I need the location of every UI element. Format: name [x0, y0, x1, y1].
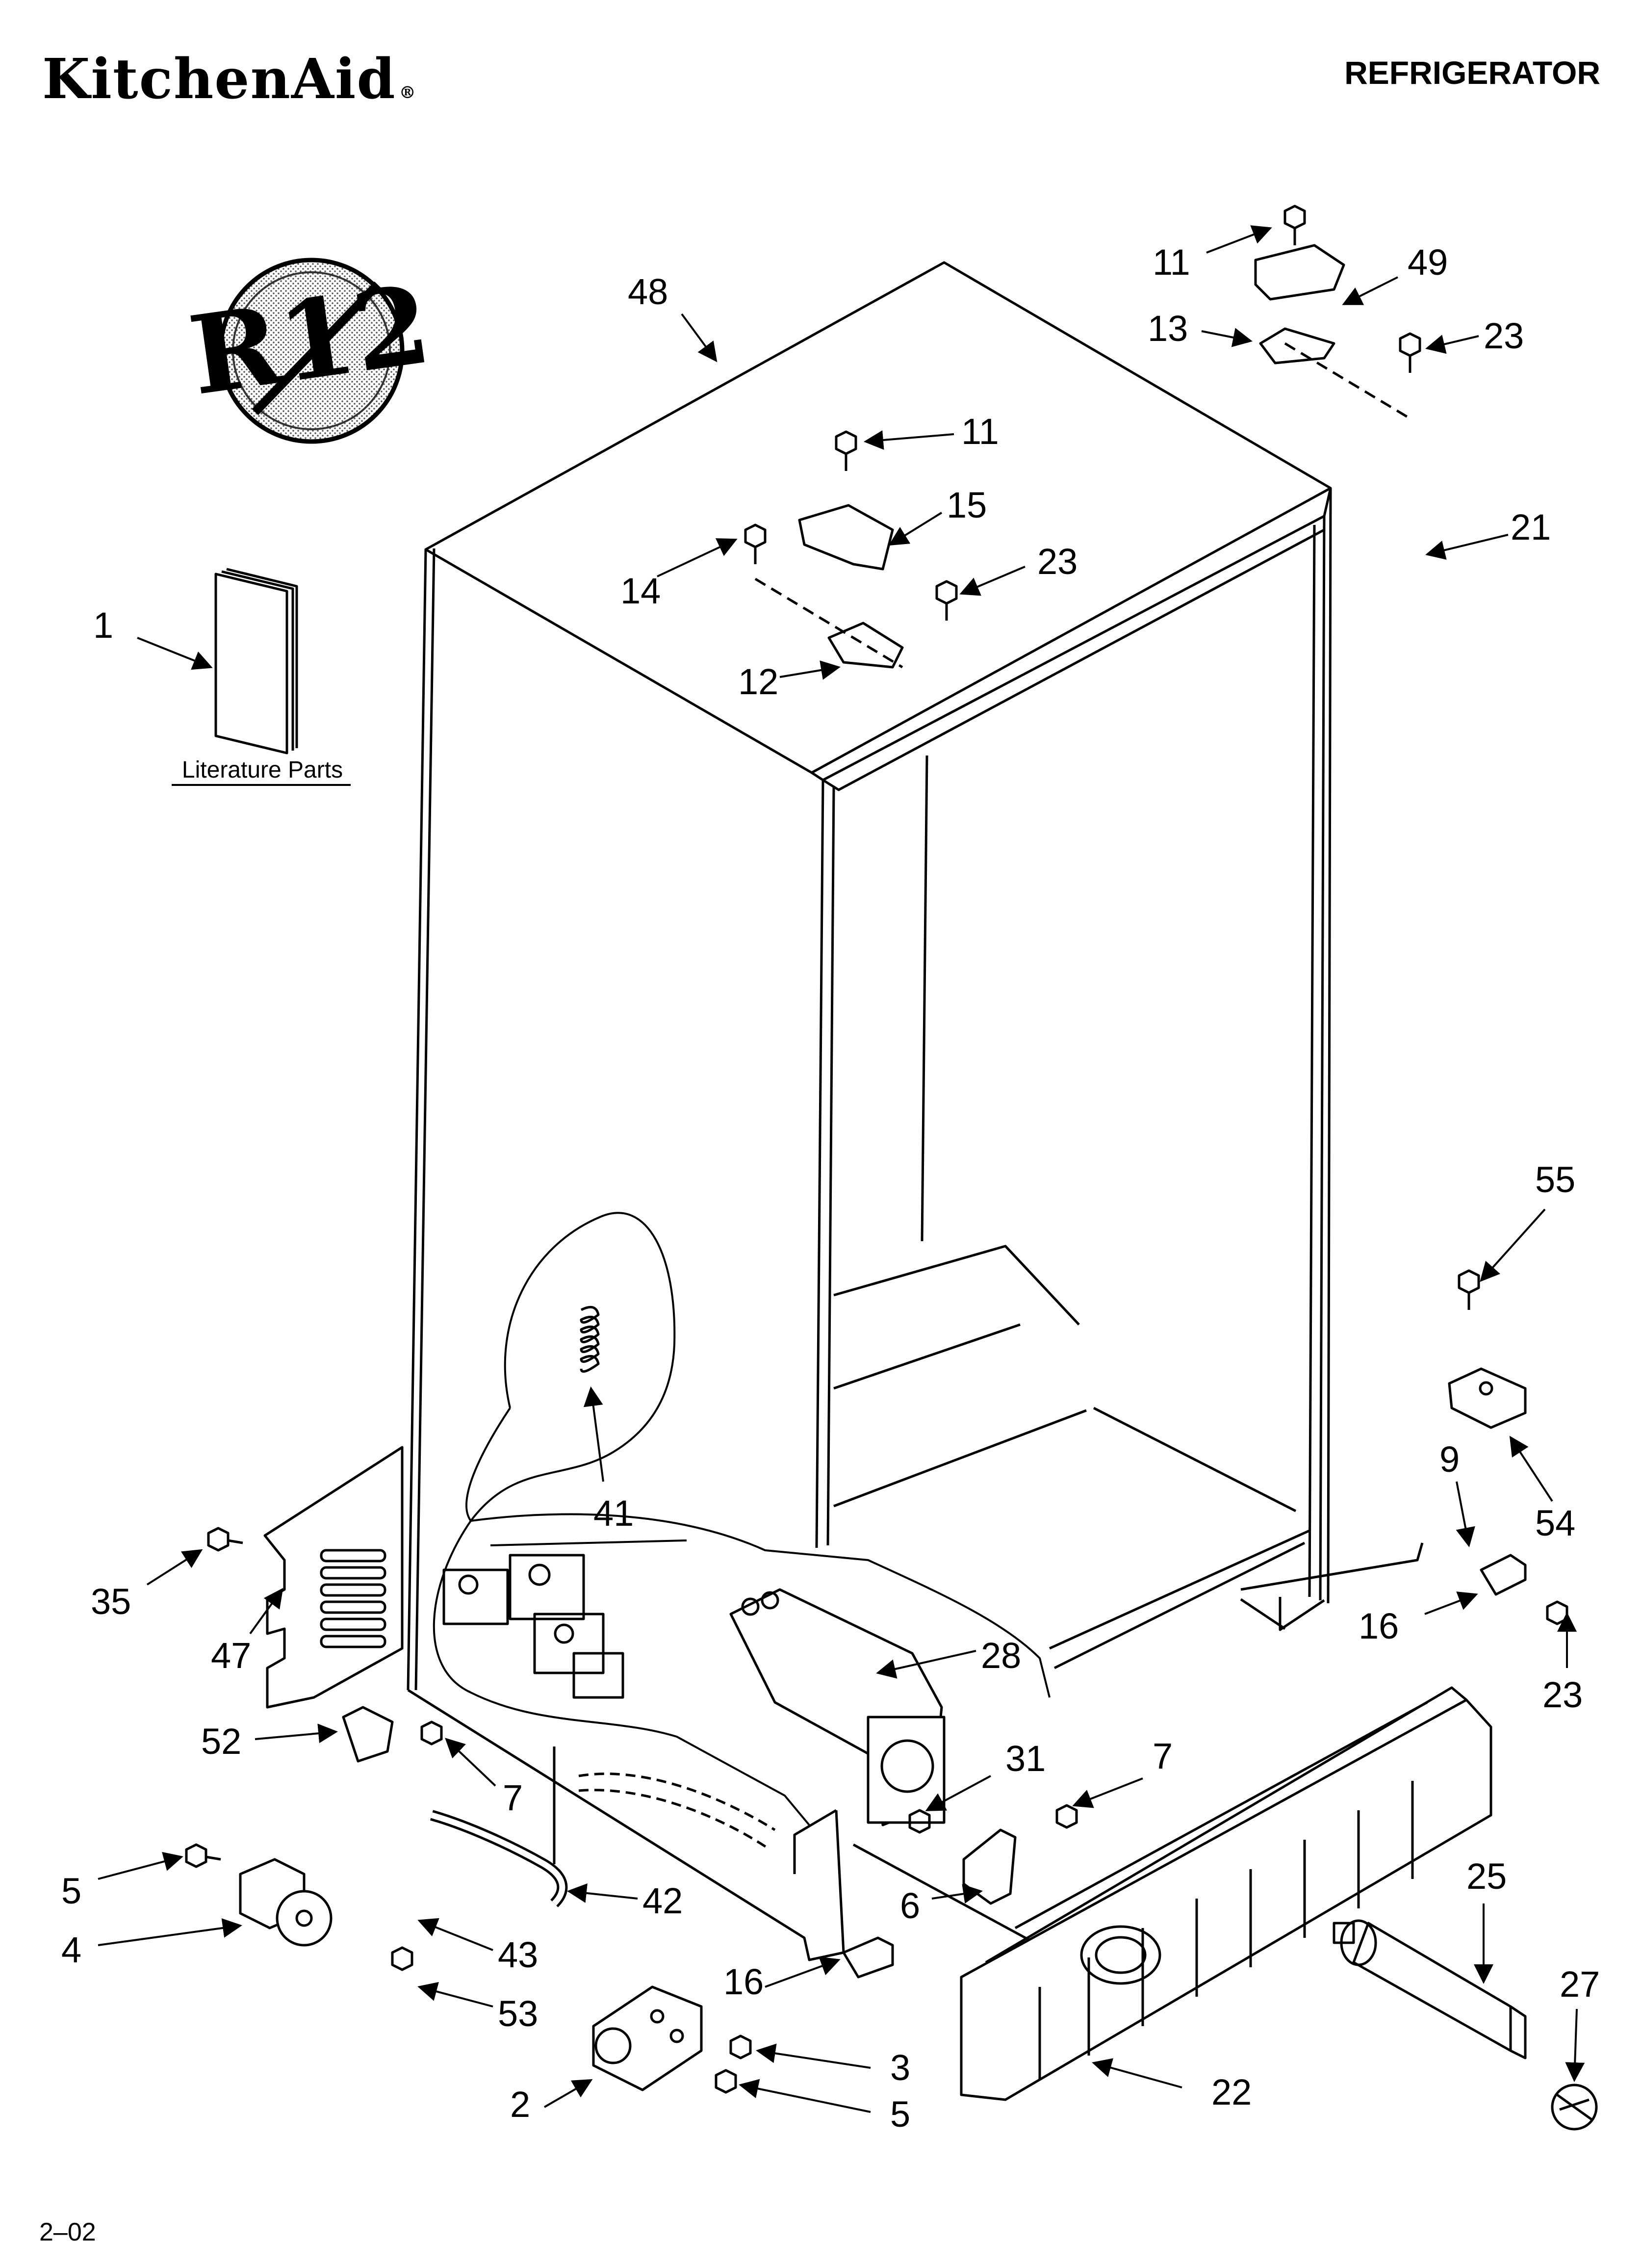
part-25-water-filter: [1333, 1919, 1527, 2059]
callout-7-right: 7: [1153, 1736, 1173, 1776]
part-42-drain-tube: [430, 1810, 568, 1907]
callout-31: 31: [1005, 1738, 1046, 1779]
callout-16-right: 16: [1359, 1606, 1399, 1646]
callout-55: 55: [1535, 1159, 1575, 1200]
callout-1: 1: [93, 605, 113, 646]
callout-11-mid: 11: [961, 411, 999, 452]
callout-6: 6: [900, 1885, 920, 1926]
part-16-bracket: [842, 1554, 1527, 1979]
cutaway-view: [433, 1212, 1051, 1826]
part-27-filter-cap: [1551, 2084, 1598, 2131]
part-2-leveling-leg: [592, 1985, 703, 2091]
callout-16-center: 16: [723, 1961, 764, 2002]
callout-14: 14: [620, 571, 661, 611]
callout-43: 43: [498, 1934, 538, 1975]
callout-15: 15: [947, 485, 987, 525]
page-title: REFRIGERATOR: [1344, 54, 1600, 91]
callout-3: 3: [890, 2047, 910, 2088]
callout-23-right: 23: [1542, 1674, 1583, 1715]
part-54-bracket: [1448, 1367, 1527, 1429]
callout-21: 21: [1511, 507, 1551, 547]
callout-labels: 1 48 11 49 23 13 11 15 14 23 12 21 55 41…: [61, 242, 1600, 2135]
callout-35: 35: [91, 1581, 131, 1622]
no-r12-badge: R12: [182, 258, 437, 444]
callout-11-top: 11: [1153, 242, 1190, 283]
callout-7-left: 7: [503, 1777, 523, 1818]
part-41-coil: [580, 1305, 600, 1373]
literature-booklet: [172, 568, 351, 786]
callout-9: 9: [1439, 1439, 1460, 1480]
part-47-side-grille: [263, 1446, 404, 1709]
callout-28: 28: [981, 1635, 1021, 1676]
screws: [185, 205, 1568, 2094]
callout-12: 12: [738, 661, 778, 702]
callout-27: 27: [1560, 1964, 1600, 2005]
callout-41: 41: [593, 1493, 634, 1534]
callout-49: 49: [1408, 242, 1448, 283]
callout-13: 13: [1148, 308, 1188, 349]
callout-22: 22: [1211, 2072, 1252, 2112]
callout-5-bottom: 5: [890, 2094, 910, 2135]
footer-code: 2–02: [39, 2218, 96, 2246]
valve-assembly: [442, 1554, 776, 1851]
hinge-upper-right: [1254, 244, 1409, 418]
callout-53: 53: [498, 1993, 538, 2034]
callout-5-left: 5: [61, 1871, 81, 1911]
r12-badge-text: R12: [182, 260, 437, 419]
callout-4: 4: [61, 1929, 81, 1970]
literature-parts-label: Literature Parts: [182, 757, 343, 783]
callout-52: 52: [201, 1721, 241, 1762]
callout-47: 47: [211, 1635, 251, 1676]
part-28-duct: [729, 1588, 946, 1826]
callout-2: 2: [510, 2084, 530, 2125]
leader-lines: [98, 225, 1585, 2113]
callout-48: 48: [628, 271, 668, 312]
hinge-upper-center: [754, 504, 904, 669]
part-4-caster: [239, 1858, 333, 1947]
refrigerator-cabinet: [407, 261, 1424, 1974]
part-22-toe-grille: [960, 1686, 1492, 2101]
callout-25: 25: [1466, 1856, 1507, 1897]
callout-54: 54: [1535, 1503, 1575, 1543]
kitchenaid-logo: KitchenAid®: [42, 47, 417, 111]
callout-42: 42: [642, 1880, 683, 1921]
callout-23-mid: 23: [1037, 541, 1078, 582]
callout-23-top: 23: [1484, 315, 1524, 356]
